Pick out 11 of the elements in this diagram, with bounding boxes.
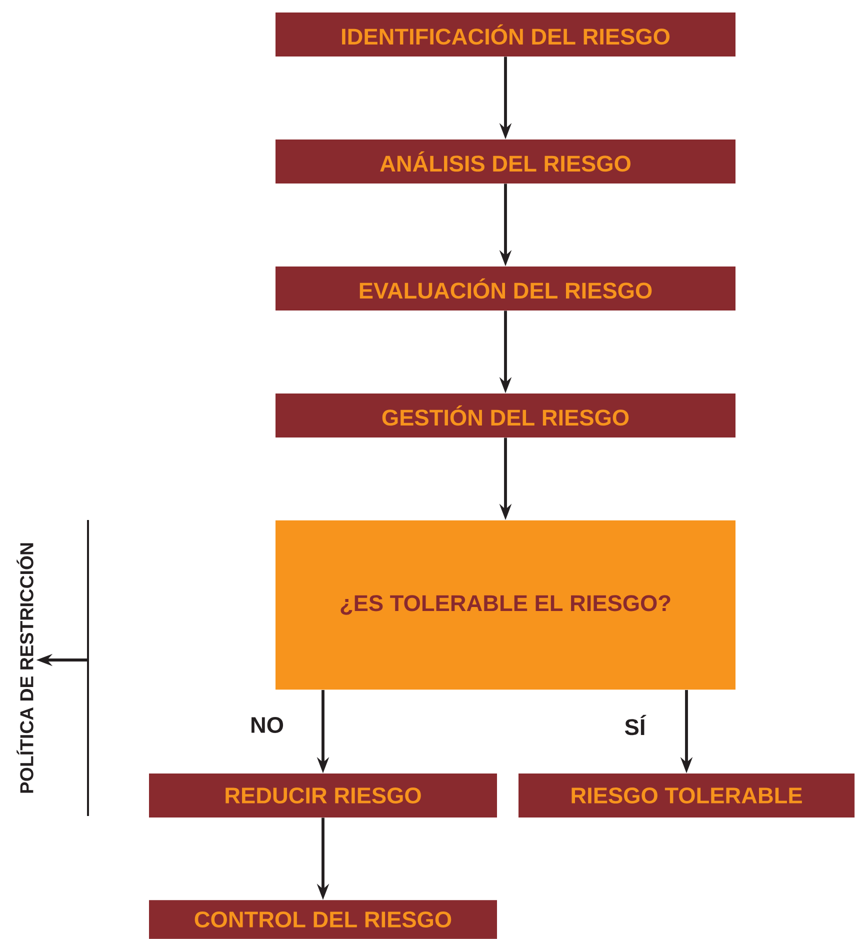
decision-box: ¿ES TOLERABLE EL RIESGO? (276, 520, 736, 690)
process-box: REDUCIR RIESGO (149, 774, 497, 818)
process-box: IDENTIFICACIÓN DEL RIESGO (276, 12, 736, 56)
edge-label: NO (248, 716, 286, 734)
process-box: GESTIÓN DEL RIESGO (276, 394, 736, 438)
process-box: CONTROL DEL RIESGO (149, 900, 497, 939)
process-box: ANÁLISIS DEL RIESGO (276, 140, 736, 184)
side-label: POLÍTICA DE RESTRICCIÓN (16, 543, 34, 793)
process-box: EVALUACIÓN DEL RIESGO (276, 266, 736, 310)
process-box: RIESGO TOLERABLE (518, 774, 854, 818)
edge-label: SÍ (622, 714, 648, 736)
